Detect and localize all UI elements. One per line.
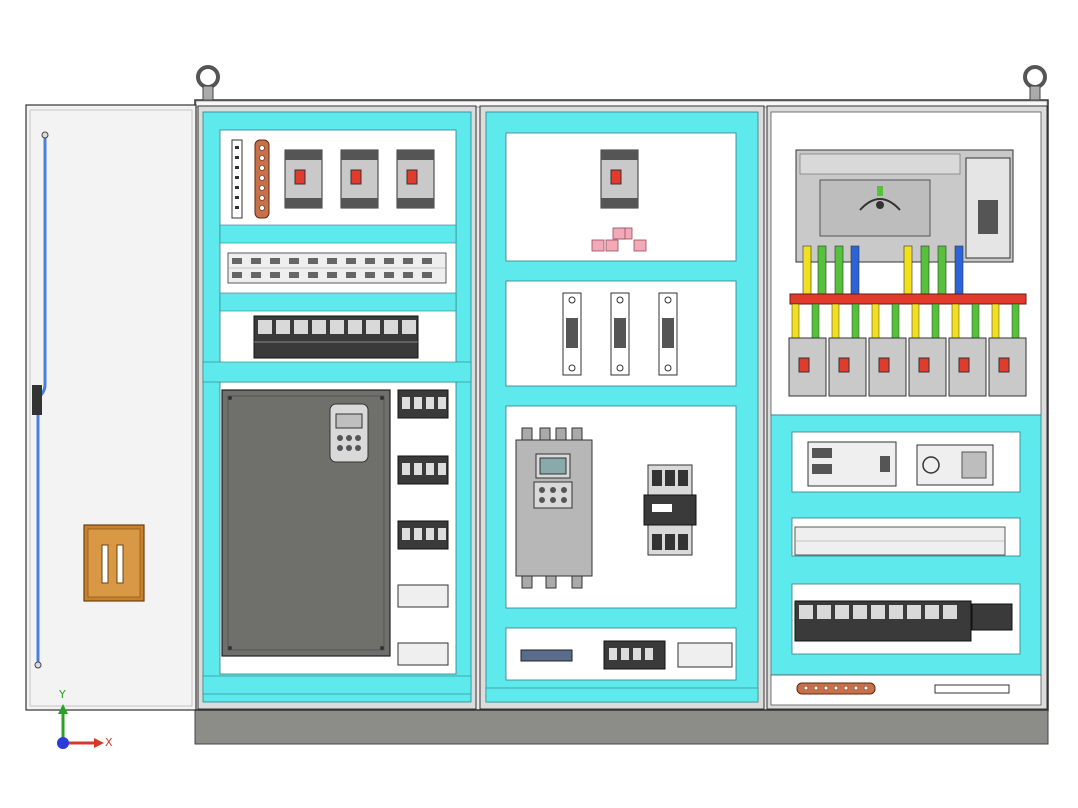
panel-3-plc xyxy=(807,441,897,487)
panel-2-pink-terminals xyxy=(591,227,647,252)
panel-1-ground-bar xyxy=(254,139,270,219)
lifting-eye-left xyxy=(196,65,220,101)
panel-1-vfd xyxy=(221,389,391,657)
axis-triad xyxy=(57,704,104,749)
panel-1-breaker-2 xyxy=(340,149,379,209)
panel-3-drop-connectors xyxy=(791,303,1020,345)
panel-3-main-busbar xyxy=(789,293,1027,305)
panel-1-relay-rail xyxy=(253,315,419,359)
panel-3-power-supply xyxy=(916,444,994,486)
panel-2-fuse-holder-2 xyxy=(610,292,630,376)
panel-2-fuse-holder-3 xyxy=(658,292,678,376)
panel-2-bottom-terminals xyxy=(520,640,733,670)
panel-3-relay-rail xyxy=(794,600,1013,642)
panel-3-transfer-switch xyxy=(795,149,1014,263)
panel-3-breaker-row xyxy=(788,337,1027,397)
panel-1-side-terminals xyxy=(397,389,449,666)
panel-2-contactor xyxy=(643,464,697,556)
panel-3-ground-bar xyxy=(796,682,1010,695)
door-handle xyxy=(83,524,145,602)
panel-1-terminal-rail xyxy=(227,252,447,284)
cabinet-plinth xyxy=(194,707,1049,745)
panel-1-breaker-3 xyxy=(396,149,435,209)
left-door xyxy=(25,104,197,711)
axis-x-label: X xyxy=(105,736,113,749)
panel-1-vertical-terminal xyxy=(231,139,243,219)
panel-1-breaker-1 xyxy=(284,149,323,209)
panel-2-soft-starter xyxy=(515,427,593,589)
panel-2-breaker xyxy=(600,149,639,209)
lifting-eye-right xyxy=(1023,65,1047,101)
axis-y-label: Y xyxy=(59,688,66,701)
vfd-keypad xyxy=(329,403,369,463)
panel-3-terminal-rail xyxy=(794,526,1006,556)
panel-2-fuse-holder-1 xyxy=(562,292,582,376)
